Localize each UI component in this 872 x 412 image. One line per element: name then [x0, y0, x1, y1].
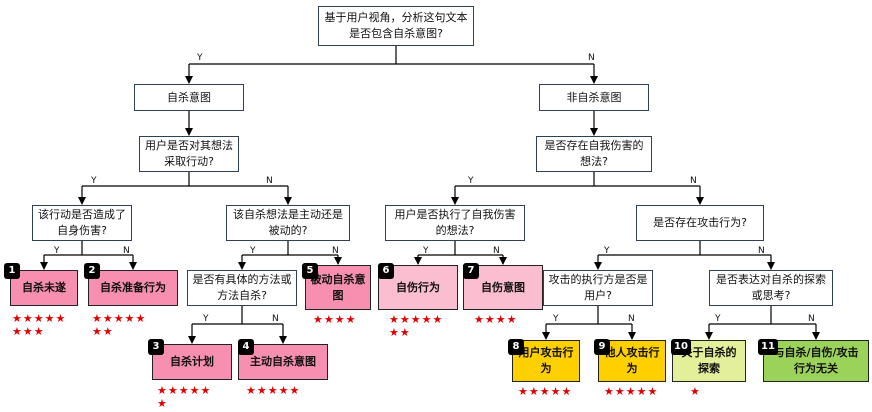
star-rating: ★★★★★	[604, 385, 659, 398]
leaf-number-badge: 4	[238, 339, 254, 355]
star-rating: ★★★★★ ★★★	[12, 312, 67, 338]
star-rating: ★★★★★ ★	[157, 384, 212, 410]
leaf-number-badge: 1	[4, 263, 20, 279]
question-explore-suicide: 是否表达对自杀的探索或思考?	[709, 270, 833, 306]
edge-label-no: N	[588, 53, 595, 63]
question-attack-behavior: 是否存在攻击行为?	[636, 205, 764, 241]
edge-label-no: N	[266, 176, 273, 186]
leaf-number-badge: 10	[671, 339, 691, 355]
edge-label-no: N	[272, 314, 279, 324]
leaf-number-badge: 8	[508, 339, 524, 355]
leaf-number-badge: 3	[148, 339, 164, 355]
star-rating: ★★★★★ ★★	[389, 313, 444, 339]
leaf-number-badge: 6	[378, 263, 394, 279]
non-suicidal-intent-node: 非自杀意图	[539, 84, 649, 111]
edge-label-yes: Y	[604, 246, 610, 256]
edge-label-yes: Y	[553, 314, 559, 324]
star-rating: ★★★★	[313, 313, 357, 326]
leaf-suicide-preparation: 自杀准备行为	[88, 270, 178, 306]
edge-label-yes: Y	[423, 246, 429, 256]
edge-label-yes: Y	[203, 314, 209, 324]
edge-label-no: N	[493, 246, 500, 256]
edge-label-yes: Y	[715, 314, 721, 324]
leaf-number-badge: 2	[84, 263, 100, 279]
leaf-active-suicidal-intent: 主动自杀意图	[238, 344, 328, 380]
question-active-or-passive: 该自杀想法是主动还是被动的?	[226, 205, 350, 241]
root-question: 基于用户视角，分析这句文本是否包含自杀意图?	[318, 6, 474, 46]
leaf-number-badge: 9	[594, 339, 610, 355]
question-took-action: 用户是否对其想法采取行动?	[139, 136, 239, 172]
edge-label-no: N	[332, 246, 339, 256]
star-rating: ★★★★	[474, 313, 518, 326]
edge-label-yes: Y	[468, 176, 474, 186]
leaf-number-badge: 7	[463, 263, 479, 279]
leaf-suicide-plan: 自杀计划	[152, 344, 232, 380]
star-rating: ★★★★★ ★★	[92, 312, 147, 338]
edge-label-no: N	[690, 176, 697, 186]
leaf-self-harm-intent: 自伤意图	[463, 265, 543, 310]
edge-label-yes: Y	[250, 246, 256, 256]
question-attacker-is-user: 攻击的执行方是否是用户?	[543, 270, 653, 306]
question-self-harm-thought: 是否存在自我伤害的想法?	[536, 136, 652, 172]
suicidal-intent-node: 自杀意图	[134, 84, 244, 111]
edge-label-no: N	[628, 314, 635, 324]
edge-label-yes: Y	[91, 176, 97, 186]
question-caused-self-injury: 该行动是否造成了自身伤害?	[32, 205, 132, 241]
edge-label-no: N	[758, 246, 765, 256]
star-rating: ★★★★★	[518, 385, 573, 398]
leaf-number-badge: 11	[758, 339, 778, 355]
question-self-harm-action: 用户是否执行了自我伤害的想法?	[385, 205, 525, 241]
edge-label-no: N	[808, 314, 815, 324]
leaf-unrelated: 与自杀/自伤/攻击行为无关	[763, 340, 869, 382]
question-specific-method: 是否有具体的方法或方法自杀?	[187, 270, 297, 306]
edge-label-yes: Y	[197, 53, 203, 63]
star-rating: ★★★★★	[246, 384, 301, 397]
edge-label-yes: Y	[54, 246, 60, 256]
leaf-passive-suicidal-intent: 被动自杀意图	[305, 265, 371, 310]
star-rating: ★	[690, 385, 701, 398]
edge-label-no: N	[123, 246, 130, 256]
leaf-number-badge: 5	[302, 263, 318, 279]
leaf-suicide-attempt: 自杀未遂	[10, 270, 78, 306]
